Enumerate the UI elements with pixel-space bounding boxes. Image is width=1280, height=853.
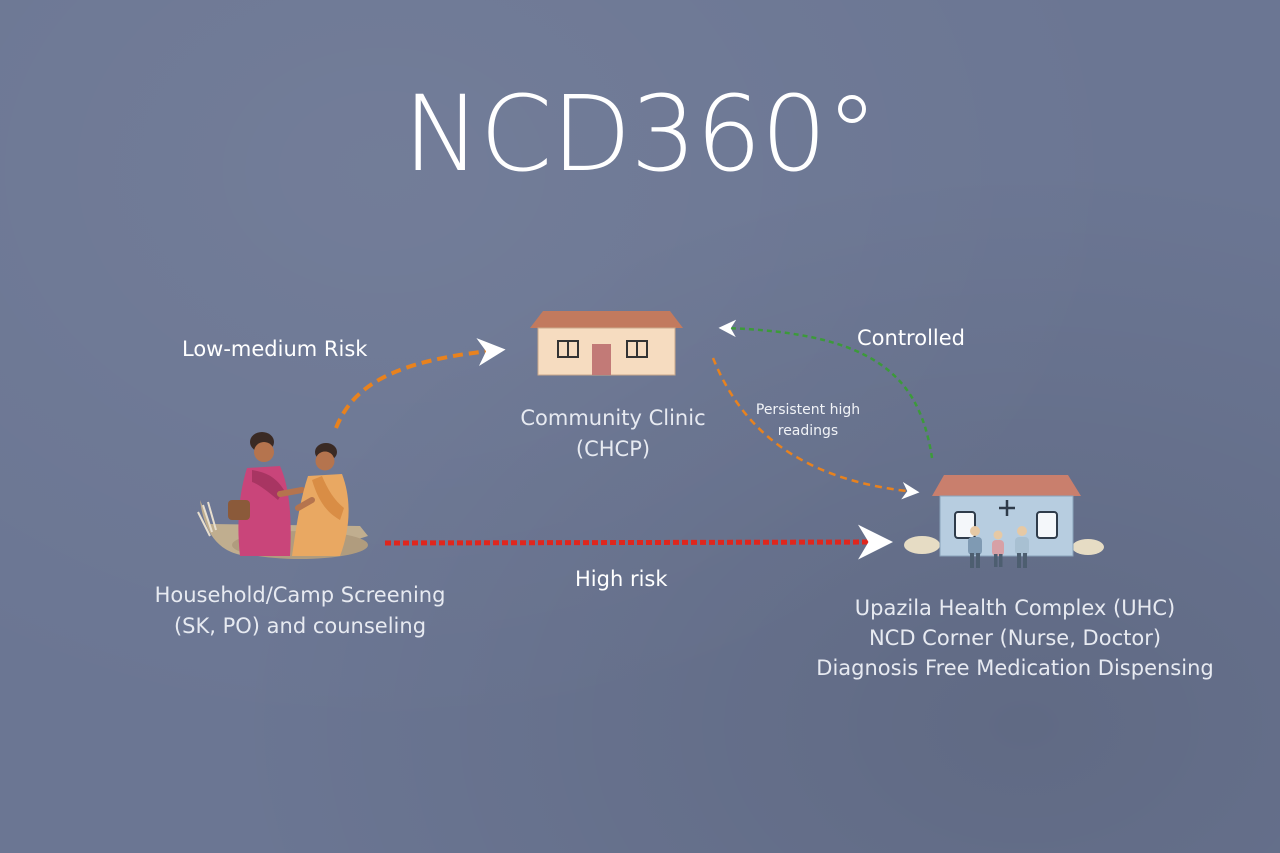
clinic-label-line-2: (CHCP) <box>575 437 651 461</box>
edge-high-risk <box>384 524 893 560</box>
uhc-label-line-3: Diagnosis Free Medication Dispensing <box>816 656 1214 680</box>
women-talking-illustration <box>197 432 368 559</box>
edge-persistent-high <box>711 357 920 500</box>
clinic-label-line-1: Community Clinic <box>520 406 706 430</box>
clinic-house-icon <box>530 311 683 376</box>
edge-controlled <box>718 319 934 459</box>
node-label-uhc: Upazila Health Complex (UHC) NCD Corner … <box>780 593 1250 683</box>
people-icon <box>968 526 1029 568</box>
uhc-label-line-2: NCD Corner (Nurse, Doctor) <box>868 626 1162 650</box>
edge-label-persistent-line-2: readings <box>777 423 839 439</box>
node-label-clinic: Community Clinic (CHCP) <box>463 403 763 465</box>
edge-label-high-risk: High risk <box>575 567 668 591</box>
diagram-title: NCD360° <box>403 73 878 195</box>
node-label-household: Household/Camp Screening (SK, PO) and co… <box>120 580 480 642</box>
health-complex-icon <box>904 475 1104 568</box>
household-label-line-2: (SK, PO) and counseling <box>173 614 427 638</box>
uhc-label-line-1: Upazila Health Complex (UHC) <box>854 596 1176 620</box>
edge-label-persistent-high: Persistent high readings <box>748 400 868 442</box>
edge-label-low-medium-risk: Low-medium Risk <box>182 337 368 361</box>
household-label-line-1: Household/Camp Screening <box>154 583 446 607</box>
edge-low-medium-risk <box>334 338 506 429</box>
edge-label-controlled: Controlled <box>857 326 965 350</box>
edge-label-persistent-line-1: Persistent high <box>755 402 861 418</box>
